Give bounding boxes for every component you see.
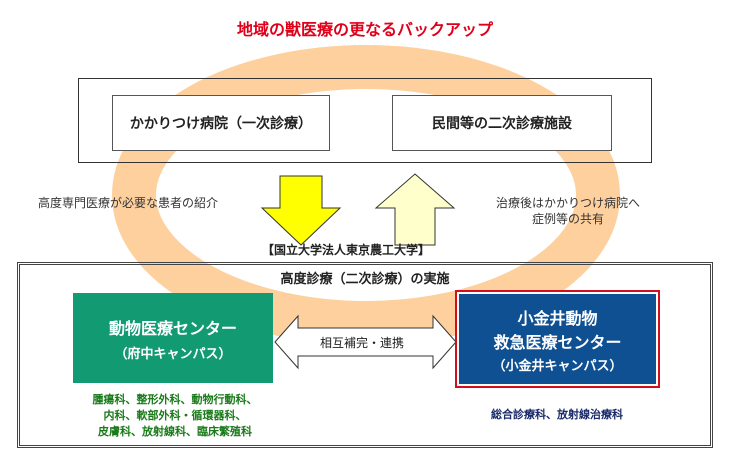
koganei-center-name-2: 救急医療センター: [493, 332, 622, 352]
university-frame: [17, 262, 713, 448]
primary-clinic-box: かかりつけ病院（一次診療）: [112, 95, 330, 151]
fuchu-center-box: 動物医療センター （府中キャンパス）: [73, 293, 273, 383]
referral-down-arrow: [260, 175, 342, 246]
fuchu-dept-line: 腫瘍科、整形外科、動物行動科、: [92, 393, 258, 406]
cycle-ring: [112, 45, 620, 345]
page-title: 地域の獣医療の更なるバックアップ: [236, 20, 493, 39]
koganei-center-name-1: 小金井動物: [517, 308, 598, 328]
fuchu-dept-line: 皮膚科、放射線科、臨床繁殖科: [98, 425, 252, 438]
return-up-arrow: [374, 173, 456, 246]
koganei-center-box: 小金井動物 救急医療センター （小金井キャンパス）: [455, 290, 660, 388]
university-label: 【国立大学法人東京農工大学】: [262, 243, 431, 257]
koganei-campus: （小金井キャンパス）: [492, 358, 623, 374]
return-caption: 治療後はかかりつけ病院へ 症例等の共有: [478, 195, 658, 227]
fuchu-dept-line: 内科、軟部外科・循環器科、: [103, 409, 247, 422]
fuchu-center-name: 動物医療センター: [108, 318, 237, 338]
clinic-frame: [78, 78, 652, 163]
section-title: 高度診療（二次診療）の実施: [280, 272, 450, 287]
return-caption-line2: 症例等の共有: [531, 212, 604, 226]
secondary-facility-box: 民間等の二次診療施設: [392, 95, 612, 151]
fuchu-campus: （府中キャンパス）: [114, 346, 232, 362]
koganei-departments: 総合診療科、放射線治療科: [491, 408, 623, 421]
mutual-label: 相互補完・連携: [320, 336, 405, 350]
fuchu-departments: 腫瘍科、整形外科、動物行動科、 内科、軟部外科・循環器科、 皮膚科、放射線科、臨…: [60, 392, 290, 440]
return-caption-line1: 治療後はかかりつけ病院へ: [495, 196, 641, 210]
referral-caption: 高度専門医療が必要な患者の紹介: [38, 196, 219, 210]
